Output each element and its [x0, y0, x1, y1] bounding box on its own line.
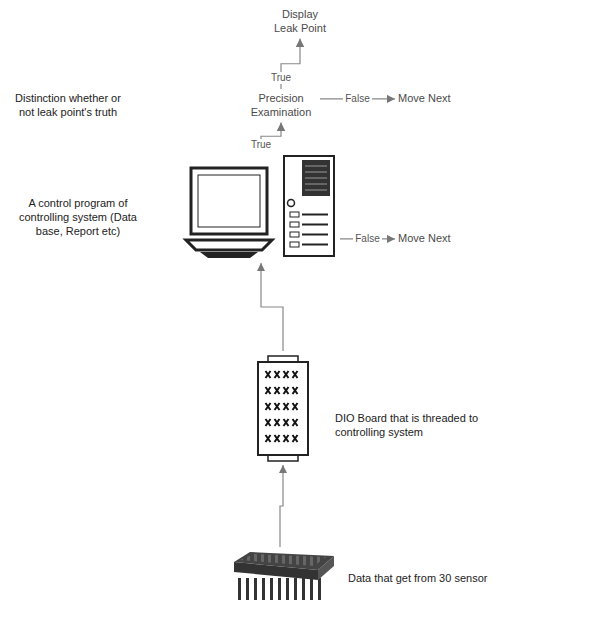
sensor-chip-illustration: [234, 552, 334, 600]
node-text: DIO Board that is threaded to controllin…: [335, 412, 525, 440]
flow-connector: [261, 263, 283, 351]
dio-board-node: DIO Board that is threaded to controllin…: [255, 354, 311, 462]
node-text: Data that get from 30 sensor: [348, 572, 487, 586]
note-label: Distinction whether or not leak point's …: [6, 92, 130, 120]
node-text: Move Next: [398, 92, 451, 106]
node-text: Move Next: [398, 232, 451, 246]
dio-board-illustration: [258, 356, 308, 461]
edge-label: False: [343, 93, 371, 105]
node-text: Display Leak Point: [270, 8, 330, 36]
flow-connector: [280, 465, 283, 547]
next-step: Move Next: [398, 92, 451, 106]
monitor-illustration: [186, 168, 272, 258]
edge-label: True: [269, 72, 293, 84]
edge-label: False: [353, 233, 381, 245]
process-step: Precision Examination: [245, 92, 317, 120]
node-text: Precision Examination: [245, 92, 317, 120]
edge-label: True: [249, 139, 273, 151]
computer-node: A control program of controlling system …: [185, 153, 337, 260]
node-text: A control program of controlling system …: [13, 197, 143, 238]
tower-illustration: [284, 156, 334, 256]
next-step: Move Next: [398, 232, 451, 246]
result-step: Display Leak Point: [270, 8, 330, 36]
sensor-node: Data that get from 30 sensor: [228, 550, 332, 602]
